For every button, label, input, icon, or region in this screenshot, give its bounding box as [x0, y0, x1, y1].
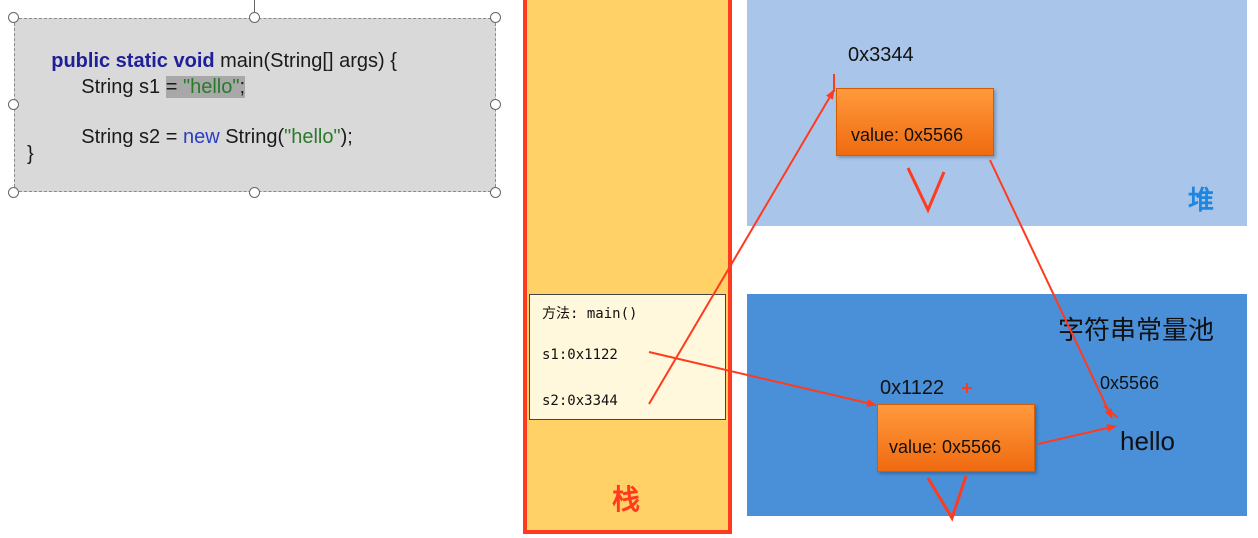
heap-label: 堆 — [1188, 186, 1215, 216]
code-keyword: public static void — [51, 50, 215, 72]
annotation-tick — [1103, 405, 1119, 419]
resize-handle[interactable] — [490, 187, 501, 198]
code-string: "hello" — [182, 76, 240, 98]
heap-object-value: value: 0x5566 — [851, 125, 964, 145]
arrow-heap-object-to-char-array — [989, 159, 1113, 419]
resize-handle[interactable] — [490, 99, 501, 110]
code-line-2: String s1 = "hello"; — [59, 53, 245, 122]
resize-handle[interactable] — [249, 187, 260, 198]
heap-object-address: 0x3344 — [848, 44, 914, 66]
code-text: String s2 = — [81, 126, 183, 148]
code-highlight: = "hello"; — [165, 76, 245, 98]
char-array-address: 0x5566 — [1100, 373, 1160, 393]
stack-var-s2: s2:0x3344 — [542, 393, 618, 409]
resize-handle[interactable] — [8, 187, 19, 198]
arrow-s2-to-heap-object — [648, 89, 835, 405]
code-text: ); — [340, 126, 353, 148]
stack-label: 栈 — [612, 483, 641, 516]
stack-area — [523, 0, 732, 534]
pool-string-object: value: 0x5566 — [877, 404, 1035, 472]
rotate-handle-stem — [254, 0, 255, 12]
code-text: String( — [219, 126, 285, 148]
pool-object-address: 0x1122 — [880, 377, 945, 399]
string-pool-label: 字符串常量池 — [1058, 316, 1215, 346]
code-line-3: String s2 = new String("hello"); — [59, 103, 353, 172]
code-keyword: new — [182, 126, 220, 148]
code-text: String s1 — [81, 76, 166, 98]
resize-handle[interactable] — [490, 12, 501, 23]
check-mark-icon — [906, 167, 946, 214]
code-box[interactable]: public static void main(String[] args) {… — [14, 18, 496, 192]
arrow-pool-object-to-char-array — [1037, 424, 1117, 445]
resize-handle[interactable] — [8, 12, 19, 23]
cursor-plus-icon — [962, 383, 972, 393]
code-line-4: } — [27, 143, 34, 165]
resize-handle[interactable] — [249, 12, 260, 23]
heap-string-object: value: 0x5566 — [836, 88, 994, 156]
char-array-content: hello — [1120, 426, 1175, 456]
pool-object-value: value: 0x5566 — [889, 437, 1002, 457]
code-text: = — [165, 76, 183, 98]
resize-handle[interactable] — [8, 99, 19, 110]
stack-frame-main: 方法: main() s1:0x1122 s2:0x3344 — [529, 294, 726, 420]
code-line-1: public static void main(String[] args) { — [29, 27, 397, 96]
code-string: "hello" — [284, 126, 341, 148]
heap-area — [747, 0, 1247, 226]
check-mark-icon — [926, 475, 968, 522]
code-text: ; — [239, 76, 245, 98]
stack-var-s1: s1:0x1122 — [542, 347, 618, 363]
arrow-s1-to-pool-object — [648, 351, 877, 407]
code-text: main(String[] args) { — [214, 50, 397, 72]
frame-title: 方法: main() — [542, 306, 638, 322]
